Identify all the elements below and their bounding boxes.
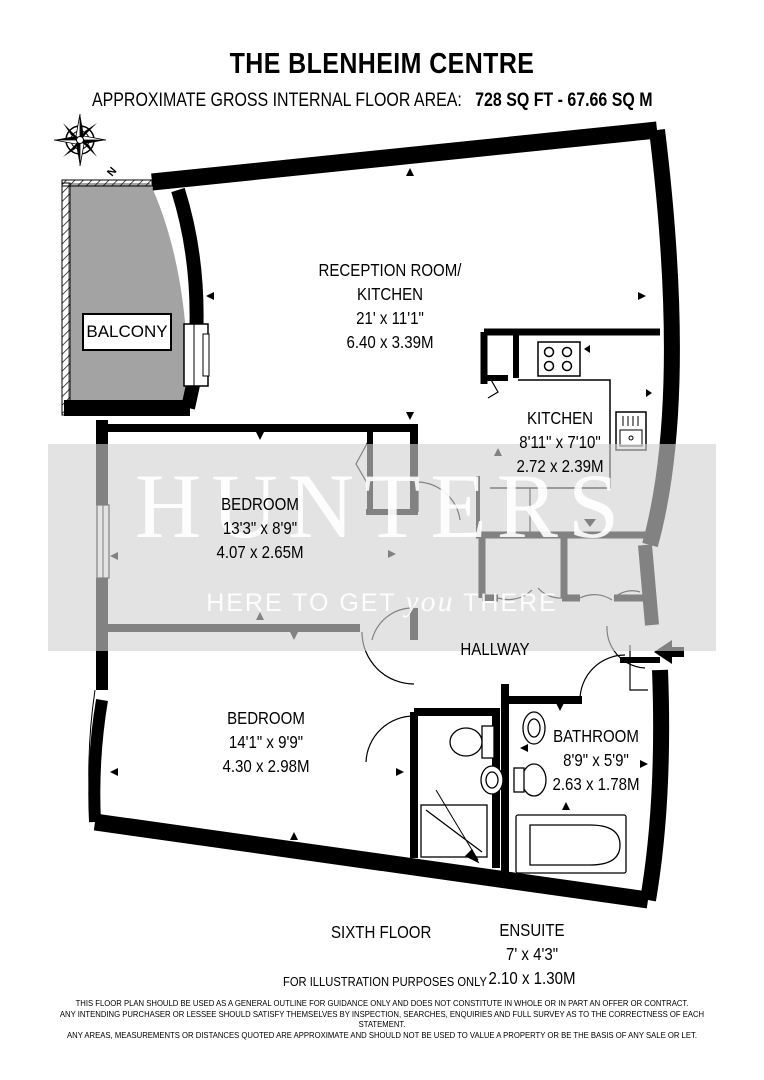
reception-room-label: RECEPTION ROOM/ KITCHEN 21' x 11'1" 6.40…: [313, 258, 468, 354]
bathroom-name: BATHROOM: [553, 726, 639, 746]
disclaimer-line-3: ANY AREAS, MEASUREMENTS OR DISTANCES QUO…: [67, 1029, 697, 1040]
bedroom-2-metric: 4.30 x 2.98M: [222, 756, 310, 776]
bedroom-2-imperial: 14'1" x 9'9": [228, 732, 304, 752]
reception-metric: 6.40 x 3.39M: [346, 332, 434, 352]
watermark-tagline-before: HERE TO GET: [206, 589, 406, 617]
watermark-tagline-emph: you: [405, 585, 455, 618]
kitchen-metric: 2.72 x 2.39M: [516, 456, 604, 476]
disclaimer-line-1: THIS FLOOR PLAN SHOULD BE USED AS A GENE…: [75, 998, 689, 1008]
watermark-tagline-after: THERE: [454, 589, 558, 617]
watermark-tagline: HERE TO GET you THERE: [48, 585, 716, 619]
ensuite-metric: 2.10 x 1.30M: [488, 968, 576, 988]
balcony-label: BALCONY: [82, 313, 172, 351]
disclaimer: THIS FLOOR PLAN SHOULD BE USED AS A GENE…: [20, 998, 744, 1040]
bedroom-1-metric: 4.07 x 2.65M: [216, 542, 304, 562]
bedroom-2-label: BEDROOM 14'1" x 9'9" 4.30 x 2.98M: [206, 706, 326, 778]
disclaimer-line-2: ANY INTENDING PURCHASER OR LESSEE SHOULD…: [59, 1008, 705, 1030]
floor-area-label: APPROXIMATE GROSS INTERNAL FLOOR AREA:: [92, 90, 462, 111]
bathroom-fittings: [513, 711, 627, 874]
bedroom-2-name: BEDROOM: [227, 708, 305, 728]
bathroom-metric: 2.63 x 1.78M: [552, 774, 640, 794]
ensuite-fittings: [420, 725, 504, 864]
compass-rose-icon: [53, 113, 107, 167]
kitchen-label: KITCHEN 8'11" x 7'10" 2.72 x 2.39M: [500, 406, 620, 478]
bedroom-1-label: BEDROOM 13'3" x 8'9" 4.07 x 2.65M: [200, 492, 320, 564]
bedroom-1-name: BEDROOM: [221, 494, 299, 514]
illustration-note: FOR ILLUSTRATION PURPOSES ONLY: [283, 974, 487, 989]
bathroom-imperial: 8'9" x 5'9": [563, 750, 629, 770]
floor-label: SIXTH FLOOR: [331, 922, 432, 942]
entrance-arrow-icon: [654, 640, 684, 664]
hallway-name: HALLWAY: [460, 639, 530, 659]
reception-name-line1: RECEPTION ROOM/: [318, 260, 462, 280]
ensuite-imperial: 7' x 4'3": [505, 944, 559, 964]
bathroom-label: BATHROOM 8'9" x 5'9" 2.63 x 1.78M: [544, 724, 647, 796]
north-letter: N: [105, 165, 119, 179]
kitchen-imperial: 8'11" x 7'10": [519, 432, 601, 452]
hallway-label: HALLWAY: [448, 637, 543, 661]
floor-area-line: APPROXIMATE GROSS INTERNAL FLOOR AREA: 7…: [92, 90, 653, 112]
ensuite-label: ENSUITE 7' x 4'3" 2.10 x 1.30M: [479, 918, 586, 990]
kitchen-fittings: [487, 341, 647, 535]
balcony-area: [61, 179, 189, 416]
bedroom-1-imperial: 13'3" x 8'9": [222, 518, 298, 538]
plan-title: THE BLENHEIM CENTRE: [229, 48, 535, 80]
ensuite-name: ENSUITE: [499, 920, 565, 940]
floor-area-value: 728 SQ FT - 67.66 SQ M: [475, 90, 653, 111]
reception-imperial: 21' x 11'1": [356, 308, 424, 328]
watermark-band: [48, 444, 716, 651]
reception-window: [183, 323, 210, 387]
reception-name-line2: KITCHEN: [356, 284, 424, 304]
kitchen-name: KITCHEN: [526, 408, 594, 428]
watermark-brand: HUNTERS: [134, 455, 630, 557]
